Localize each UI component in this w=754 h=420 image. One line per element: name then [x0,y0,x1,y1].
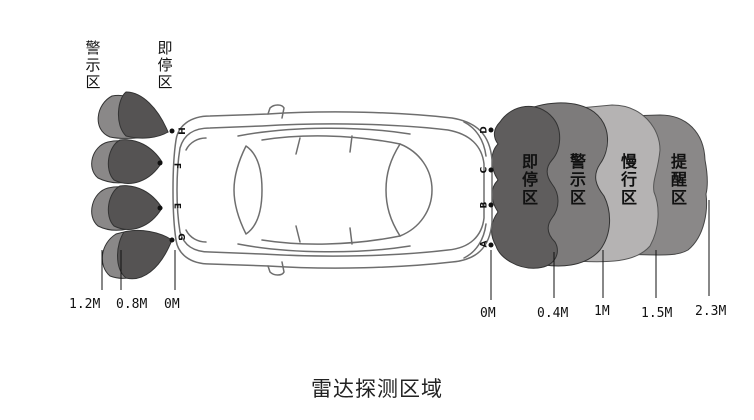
rear-blob-1 [97,91,169,139]
sensor-c-dot [488,167,494,173]
sensor-d-dot [488,127,494,133]
distance-markers [101,200,710,300]
rear-zone-stop-label: 即停区 [157,39,173,91]
rear-blob-2 [91,139,163,184]
front-zone-remind-label: 提醒区 [670,152,687,207]
sensor-b-label: B [480,201,490,208]
sensor-g-dot [169,237,175,243]
front-zone-warning-label: 警示区 [569,152,586,207]
rear-blob-3 [91,185,163,231]
windshield [385,143,433,237]
sensor-h-dot [169,128,175,134]
sensor-a-dot [488,242,494,248]
sensor-e-dot [157,205,163,211]
car-outline [172,104,493,276]
sensor-f-dot [157,160,163,166]
rear-distance-1-2m: 1.2M [69,297,101,312]
diagram-title: 雷达探测区域 [311,377,443,401]
front-distance-1-5m: 1.5M [641,306,673,321]
front-distance-2-3m: 2.3M [695,304,727,319]
rear-distance-0m: 0M [164,297,180,312]
sensor-g-label: G [176,233,186,240]
front-zone-stop-label: 即停区 [521,152,538,207]
front-sensors: D C B A [480,126,494,248]
rear-blob-4 [101,229,173,280]
front-distance-0m: 0M [480,306,496,321]
rear-sensors: H F E G [157,127,186,243]
zone-stop-shape [491,105,561,269]
front-distance-0-4m: 0.4M [537,306,569,321]
sensor-f-label: F [172,163,182,169]
rear-zone-warning-label: 警示区 [85,39,101,91]
sensor-h-label: H [176,127,186,135]
sensor-a-label: A [480,240,490,247]
cabin [261,135,401,245]
front-zone-slow-label: 慢行区 [620,152,637,207]
sensor-b-dot [488,202,494,208]
rear-distance-0-8m: 0.8M [116,297,148,312]
sensor-c-label: C [480,166,490,173]
sensor-e-label: E [172,203,182,209]
front-distance-1m: 1M [594,304,610,319]
rear-window [233,145,263,235]
sensor-d-label: D [480,126,490,133]
